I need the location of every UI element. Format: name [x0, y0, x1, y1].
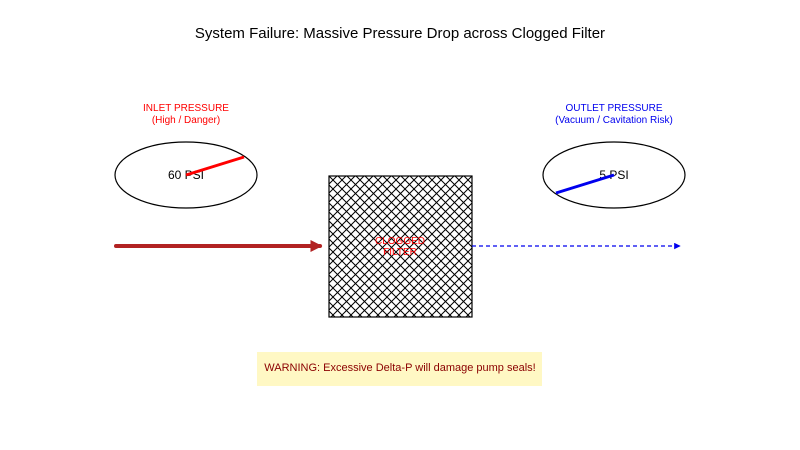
outlet-label-line1: OUTLET PRESSURE [565, 103, 662, 114]
inlet-gauge: INLET PRESSURE (High / Danger) 60 PSI [114, 103, 258, 209]
warning-background [257, 352, 542, 386]
filter-label-line1: CLOGGED [375, 236, 425, 247]
outlet-gauge: OUTLET PRESSURE (Vacuum / Cavitation Ris… [542, 103, 686, 209]
filter-body [328, 175, 473, 318]
diagram-title: System Failure: Massive Pressure Drop ac… [195, 25, 605, 42]
warning-text: WARNING: Excessive Delta-P will damage p… [264, 362, 535, 374]
inlet-label-line1: INLET PRESSURE [143, 103, 229, 114]
outlet-gauge-needle [555, 173, 615, 195]
clogged-filter: CLOGGED FILTER [328, 175, 473, 318]
warning-box: WARNING: Excessive Delta-P will damage p… [257, 352, 542, 386]
filter-label-line2: FILTER [383, 247, 417, 258]
inlet-gauge-needle [185, 155, 245, 177]
outlet-label-line2: (Vacuum / Cavitation Risk) [555, 115, 673, 126]
inlet-label-line2: (High / Danger) [152, 115, 220, 126]
